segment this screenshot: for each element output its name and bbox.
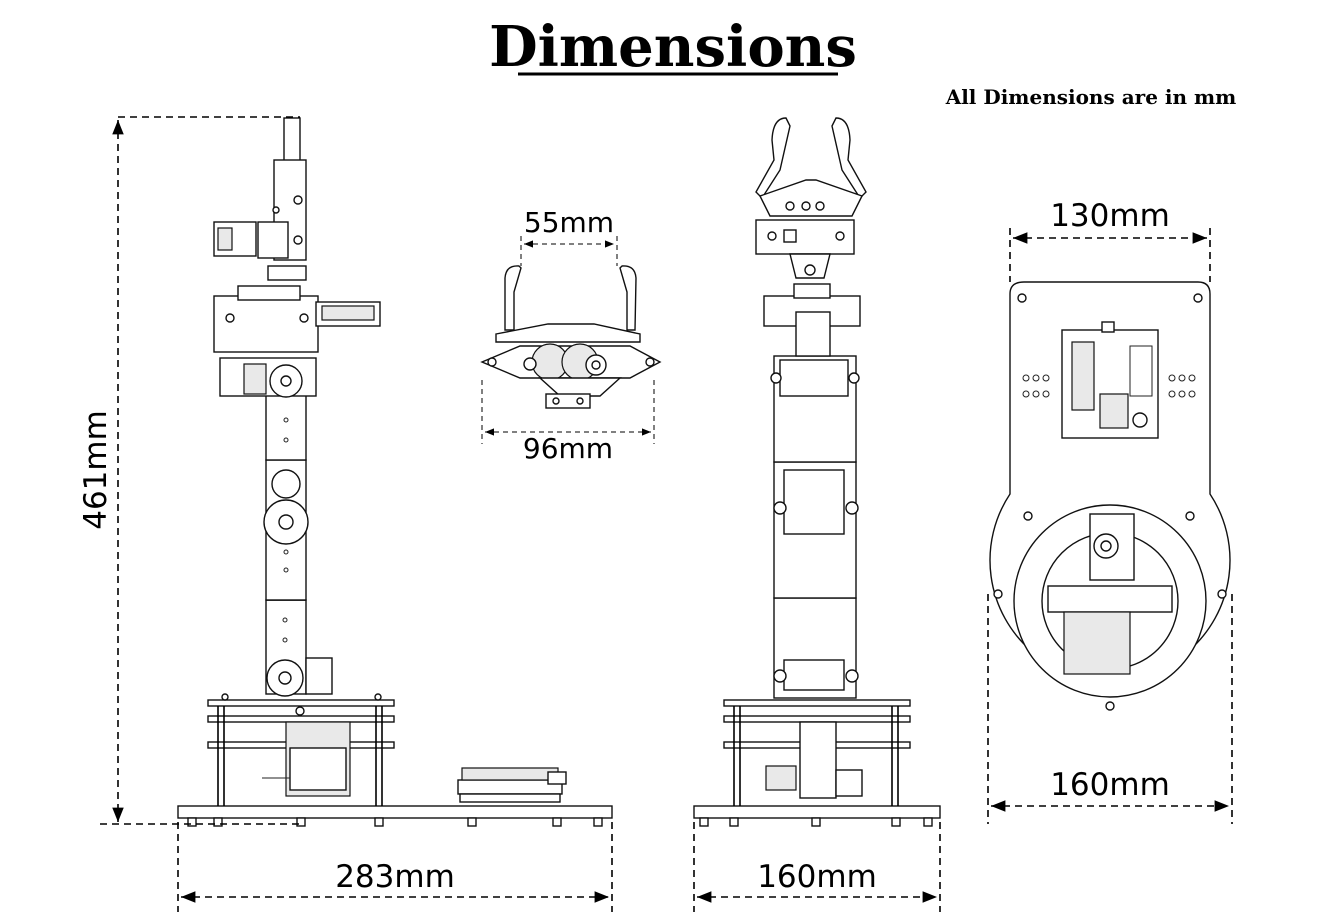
front-width-label: 160mm [757, 859, 877, 895]
side-upper-arm [219, 357, 317, 461]
side-pedestal [207, 693, 395, 806]
page-title: Dimensions [489, 14, 857, 80]
gripper-inner-label: 55mm [524, 206, 614, 239]
title-text: Dimensions [489, 14, 857, 80]
front-base-plate [693, 805, 941, 819]
front-wrist-servo [763, 283, 861, 357]
height-dimension: 461mm [78, 116, 300, 825]
top-hole-pattern-right [1168, 374, 1196, 398]
side-lower-arm [265, 599, 333, 697]
top-screws [993, 293, 1227, 711]
units-note: All Dimensions are in mm [945, 85, 1237, 109]
front-width-dimension: 160mm [693, 822, 941, 912]
side-middle-arm [263, 459, 309, 601]
top-controller-board [1061, 321, 1159, 439]
top-view: 130mm 160mm [987, 198, 1233, 824]
gripper-finger-right [619, 265, 637, 331]
side-controller-board [457, 767, 567, 803]
front-gripper [755, 117, 867, 279]
top-base-diameter-label: 160mm [1050, 767, 1170, 803]
top-hole-pattern-left [1022, 374, 1050, 398]
side-gripper [213, 117, 307, 281]
side-view: 461mm 283mm [78, 116, 613, 912]
front-pedestal [723, 699, 911, 806]
side-wrist-servo [213, 285, 381, 353]
top-plate-width-label: 130mm [1050, 198, 1170, 234]
side-base-feet [187, 817, 603, 827]
gripper-linkage [495, 323, 641, 343]
side-width-dimension: 283mm [177, 822, 613, 912]
gripper-finger-left [504, 265, 522, 331]
side-width-label: 283mm [335, 859, 455, 895]
gripper-outer-label: 96mm [523, 432, 613, 465]
front-view: 160mm [693, 117, 941, 912]
height-label: 461mm [78, 410, 114, 530]
front-arm-segment-middle [773, 461, 859, 599]
front-arm-segment-upper [770, 355, 860, 463]
gripper-detail-view: 55mm 96mm [480, 206, 662, 465]
front-base-feet [699, 817, 933, 827]
side-base-plate [177, 805, 613, 819]
front-arm-segment-lower [773, 597, 859, 699]
top-base-servo [1047, 513, 1173, 675]
